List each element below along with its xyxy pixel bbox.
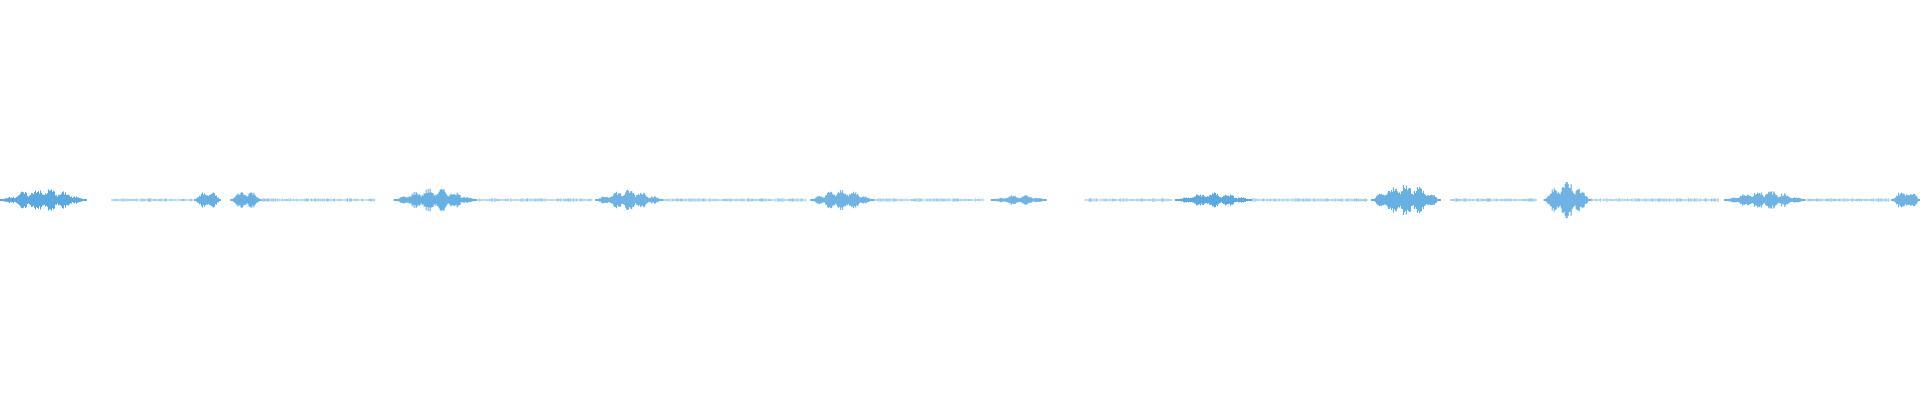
waveform-burst	[1370, 185, 1441, 215]
waveform-burst	[595, 189, 664, 210]
waveform-noise-segment	[111, 198, 193, 202]
waveform-burst	[393, 188, 477, 212]
waveform-noise-segment	[1449, 198, 1537, 202]
waveform-burst	[1543, 181, 1591, 219]
waveform-burst	[193, 192, 221, 208]
waveform-burst	[1175, 192, 1252, 208]
waveform-noise-segment	[1804, 198, 1890, 202]
waveform-noise-segment	[1251, 198, 1368, 202]
waveform-burst	[1891, 192, 1920, 208]
waveform-burst	[230, 192, 262, 208]
waveform-burst	[810, 190, 875, 210]
waveform-noise-segment	[476, 198, 593, 202]
waveform-noise-segment	[1589, 198, 1719, 202]
waveform-noise-segment	[873, 198, 984, 202]
waveform-noise-segment	[1084, 198, 1172, 202]
waveform-noise-segment	[261, 198, 376, 202]
waveform-burst	[0, 189, 87, 211]
waveform-noise-segment	[662, 198, 807, 202]
waveform-burst	[1724, 191, 1806, 209]
waveform-burst	[990, 195, 1047, 205]
